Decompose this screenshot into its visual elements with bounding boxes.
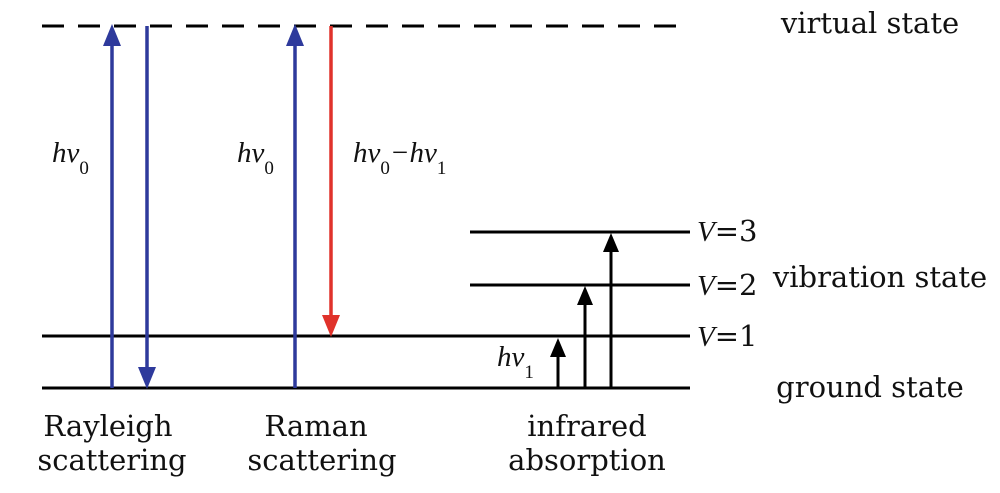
vibration-state-label: vibration state: [772, 260, 987, 294]
ir-absorption-arrow-v3: [603, 233, 619, 388]
infrared-caption-line1: infrared: [527, 409, 646, 443]
raman-caption-line1: Raman: [264, 409, 367, 443]
v1-label: V=1: [697, 319, 757, 353]
raman-photon-energy-label: hν0: [237, 137, 274, 179]
stokes-energy-label: hν0−hν1: [353, 137, 446, 179]
raman-excitation-arrow: [286, 24, 304, 388]
rayleigh-caption-line2: scattering: [37, 443, 186, 477]
rayleigh-excitation-arrow: [103, 24, 121, 388]
v2-label: V=2: [697, 268, 757, 302]
v3-label: V=3: [697, 214, 757, 248]
raman-caption-line2: scattering: [247, 443, 396, 477]
rayleigh-photon-energy-label: hν0: [52, 137, 89, 179]
ir-absorption-arrow-v1: [550, 338, 566, 388]
virtual-state-label: virtual state: [780, 6, 959, 40]
ir-photon-energy-label: hν1: [497, 341, 534, 383]
rayleigh-caption-line1: Rayleigh: [43, 409, 172, 443]
raman-stokes-arrow: [322, 26, 340, 337]
ir-absorption-arrow-v2: [577, 286, 593, 388]
infrared-caption-line2: absorption: [508, 443, 666, 477]
rayleigh-emission-arrow: [138, 26, 156, 389]
ground-state-label: ground state: [776, 370, 964, 404]
